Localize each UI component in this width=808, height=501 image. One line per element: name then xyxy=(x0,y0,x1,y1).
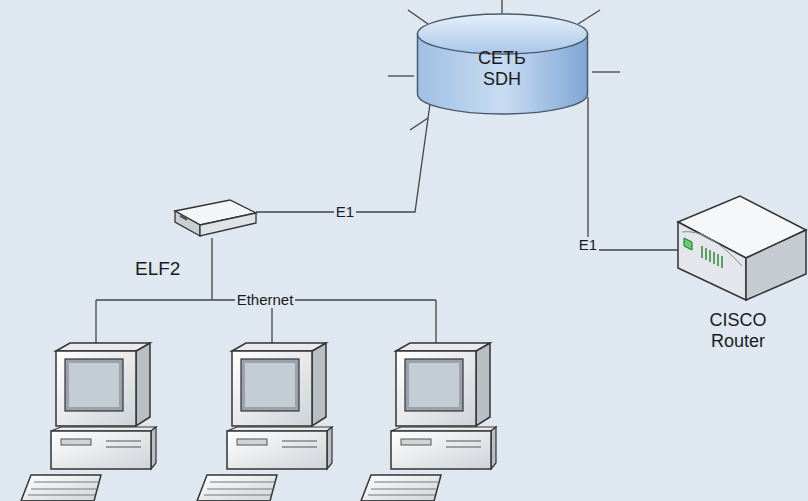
modem-shape xyxy=(170,196,260,242)
network-spikes xyxy=(388,0,620,130)
bus-label: Ethernet xyxy=(235,292,296,309)
computer xyxy=(20,343,156,501)
node-label: ELF2 xyxy=(135,258,180,280)
router-device: CISCO Router xyxy=(668,188,808,366)
link-label: E1 xyxy=(577,237,599,254)
node-label: СЕТЬ SDH xyxy=(467,48,537,89)
router-shape xyxy=(668,188,808,306)
e1-link xyxy=(256,104,430,212)
link-label: E1 xyxy=(334,204,356,221)
computer xyxy=(360,343,496,501)
node-label: CISCO Router xyxy=(701,310,775,351)
modem-device: ELF2 xyxy=(130,196,260,288)
e1-link xyxy=(588,97,680,250)
network-cylinder: СЕТЬ SDH xyxy=(415,12,590,122)
ethernet-bus xyxy=(96,238,436,346)
computer xyxy=(196,343,332,501)
